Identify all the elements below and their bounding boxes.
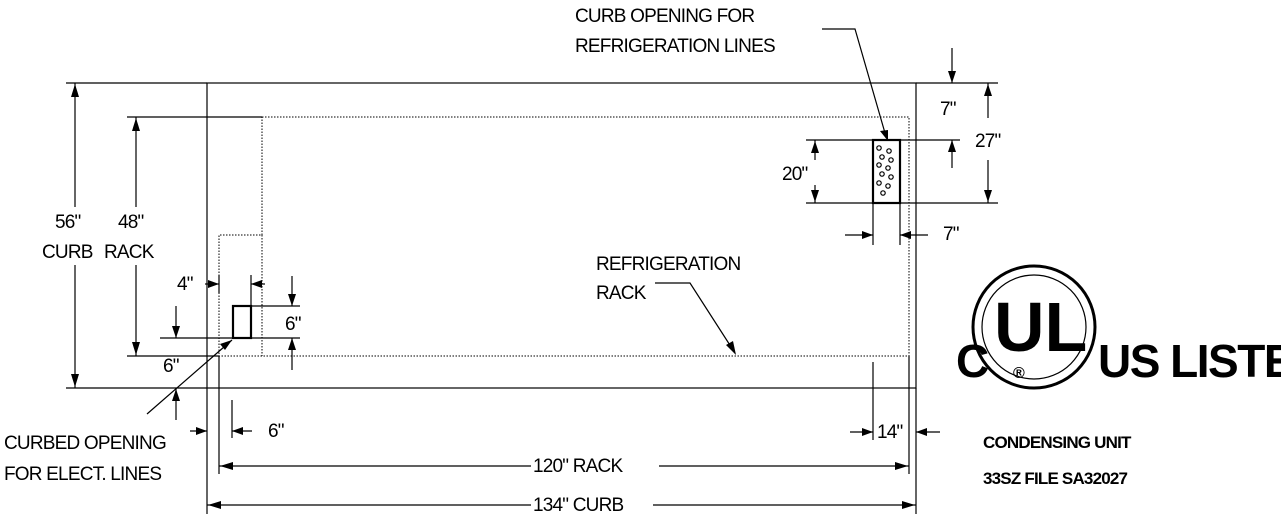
dim-7-top-label: 7": [940, 99, 956, 120]
dim-6-opening: [251, 276, 300, 370]
ul-file-number: 33SZ FILE SA32027: [983, 469, 1128, 488]
dim-6-lower-label: 6": [268, 421, 284, 442]
rack-120-label: 120" RACK: [533, 456, 623, 477]
svg-text:®: ®: [1013, 365, 1025, 382]
curb-opening-label-2: REFRIGERATION LINES: [575, 36, 775, 57]
refrigeration-opening: [871, 138, 902, 205]
dim-4: [205, 275, 265, 306]
dim-14: [850, 362, 940, 440]
dim-7-right-label: 7": [943, 224, 959, 245]
rack-word: RACK: [104, 242, 155, 263]
dim-6-bottom-label: 6": [163, 356, 179, 377]
ul-logo: C UL ® US LISTED: [956, 264, 1281, 390]
curb-opening-leader: [822, 28, 888, 141]
curb-outline: [206, 82, 917, 389]
dim-4-label: 4": [177, 274, 193, 295]
dim-56-curb: [66, 82, 207, 389]
ul-condensing-unit: CONDENSING UNIT: [983, 433, 1132, 452]
elect-opening-label-2: FOR ELECT. LINES: [4, 464, 161, 485]
svg-text:C: C: [956, 335, 989, 387]
dim-7-right: [845, 203, 928, 245]
dim-48-label: 48": [118, 212, 144, 233]
dim-120-rack: [218, 356, 910, 474]
refrig-rack-label-2: RACK: [596, 283, 647, 304]
dim-7-mid: [900, 139, 960, 168]
electrical-opening: [231, 304, 253, 340]
rack-outline: [218, 116, 910, 357]
dim-20-label: 20": [782, 164, 808, 185]
svg-text:US LISTED: US LISTED: [1098, 335, 1281, 387]
dim-6-lower: [190, 388, 252, 514]
dim-48-rack: [127, 116, 262, 357]
elect-leader: [146, 339, 233, 415]
dim-20: [806, 139, 873, 204]
dim-14-label: 14": [877, 422, 903, 443]
refrigeration-opening-holes: [876, 145, 894, 196]
refrig-rack-label-1: REFRIGERATION: [596, 254, 740, 275]
refrig-rack-leader: [655, 282, 736, 355]
dim-6-opening-label: 6": [285, 314, 301, 335]
curb-opening-label-1: CURB OPENING FOR: [575, 6, 754, 27]
dim-6-bottom: [160, 306, 233, 420]
elect-opening-label-1: CURBED OPENING: [4, 433, 166, 454]
dim-27: [900, 83, 998, 204]
curb-word: CURB: [42, 242, 93, 263]
curb-134-label: 134" CURB: [533, 495, 623, 516]
dim-27-label: 27": [975, 131, 1001, 152]
dim-56-label: 56": [55, 212, 81, 233]
dim-7-top: [916, 48, 998, 84]
svg-text:UL: UL: [994, 288, 1087, 366]
dim-134-curb: [207, 388, 917, 514]
